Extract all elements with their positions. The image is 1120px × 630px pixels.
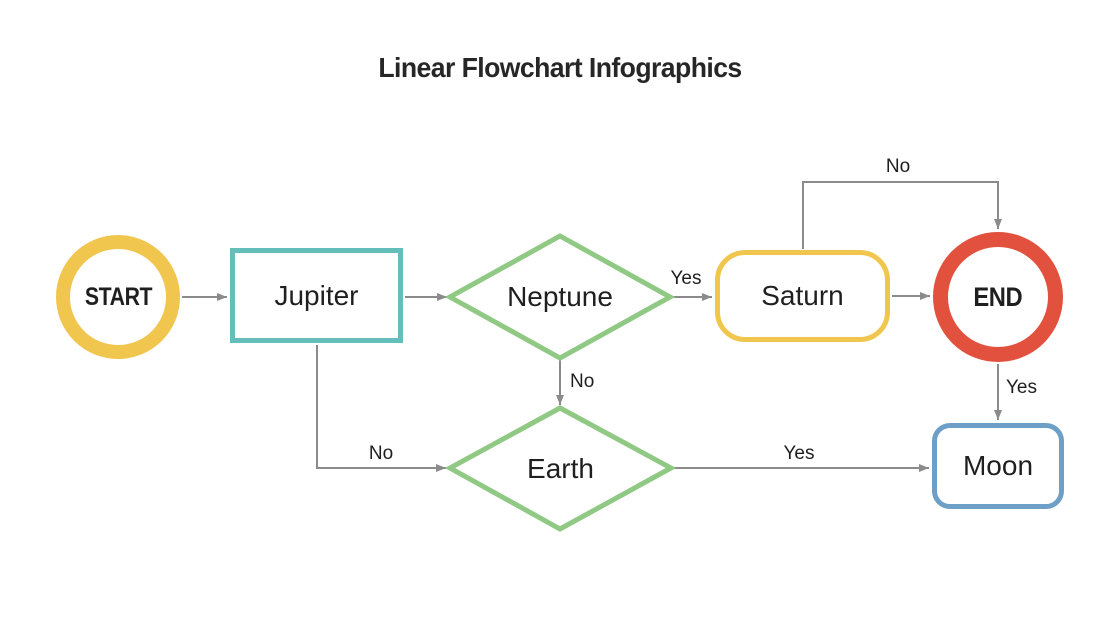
saturn-node-label: Saturn — [761, 280, 844, 311]
jupiter-node-label: Jupiter — [274, 279, 359, 311]
start-node-label: START — [84, 282, 152, 311]
moon-node-label: Moon — [962, 450, 1034, 481]
page-title: Linear Flowchart Infographics — [378, 52, 742, 83]
edge-label-neptune-earth-no: No — [570, 371, 595, 392]
jupiter-node: Jupiter — [230, 248, 403, 343]
edge-label-end-moon-yes: Yes — [1006, 377, 1037, 398]
end-node-label: END — [973, 281, 1023, 312]
edge-label-jupiter-earth-no: No — [368, 443, 394, 464]
end-node: END — [933, 232, 1063, 362]
neptune-diamond-shape — [444, 233, 676, 361]
earth-diamond-shape — [444, 405, 677, 532]
edge-label-earth-moon-yes: Yes — [783, 443, 815, 464]
connector-saturn-end-no-loop — [802, 181, 1002, 249]
edge-label-saturn-end-no: No — [885, 156, 911, 177]
connector-jupiter-earth — [316, 345, 446, 472]
saturn-node: Saturn — [715, 250, 890, 342]
start-node: START — [56, 235, 180, 359]
moon-node: Moon — [932, 423, 1064, 509]
edge-label-neptune-saturn-yes: Yes — [670, 268, 702, 289]
